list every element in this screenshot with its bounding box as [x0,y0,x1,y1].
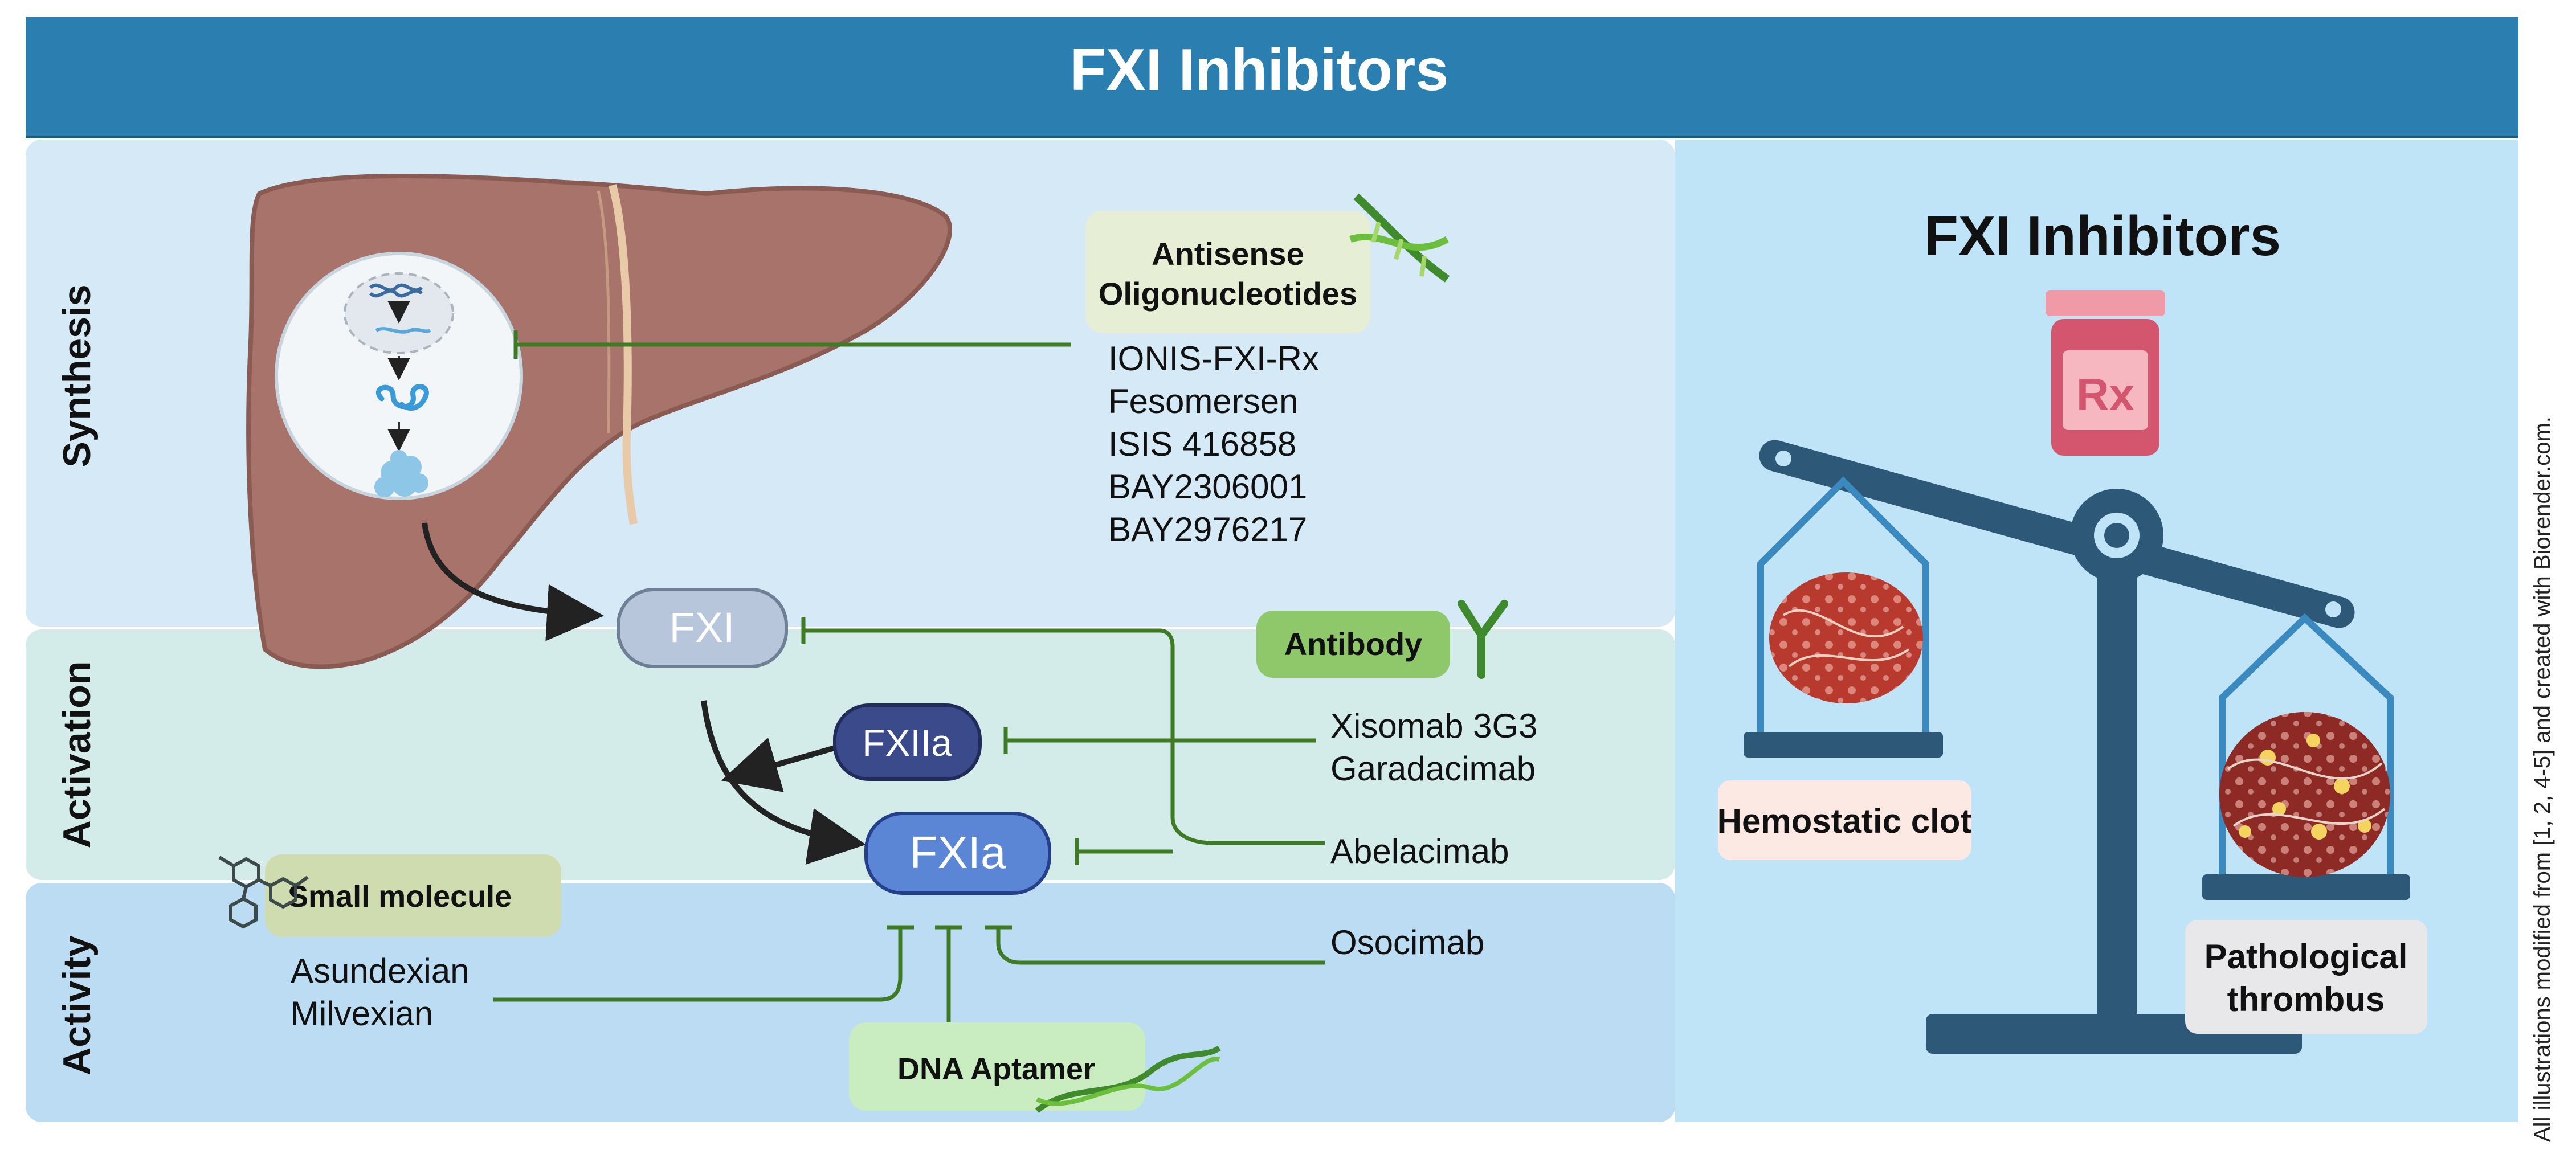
antibody-title: Antibody [1284,626,1423,662]
aptamer-group: DNA Aptamer [849,1022,1221,1113]
fxia-label: FXIa [910,827,1006,878]
fxia-node: FXIa [864,812,1051,895]
antisense-title-line1: Antisense [1152,236,1304,272]
prescription-bottle-icon: Rx [2046,290,2165,456]
pathological-thrombus-label-line1: Pathological [2204,938,2408,976]
hemostatic-clot-badge [1718,780,1971,860]
header-bar [26,17,2518,138]
pathological-thrombus-label-line2: thrombus [2227,980,2385,1018]
fxiia-label: FXIIa [862,722,952,764]
fxiia-node: FXIIa [833,703,982,781]
aso-drug-4: BAY2306001 [1108,468,1307,506]
antibody-group: Antibody Xisomab 3G3 Garadacimab Abelaci… [1256,600,1538,961]
dna-aptamer-icon [1035,1045,1221,1113]
arrow-fxi-to-fxia [701,700,866,865]
aso-drug-3: ISIS 416858 [1108,425,1296,463]
molecule-icon [218,856,309,929]
antibody-drug-1: Xisomab 3G3 [1330,707,1538,745]
small-molecule-drug-1: Asundexian [291,952,470,990]
right-pan [2202,613,2410,900]
dna-helix-icon [1349,193,1450,283]
pathological-thrombus-badge [2185,920,2427,1034]
hepatocyte-cell [275,252,523,500]
aso-drug-2: Fesomersen [1108,382,1298,420]
antibody-drug-3: Abelacimab [1330,832,1509,870]
antibody-drug-4: Osocimab [1330,923,1484,961]
header-title: FXI Inhibitors [1070,37,1448,103]
balance-title: FXI Inhibitors [1924,204,2281,267]
arrow-liver-to-fxi [422,522,604,641]
stage-label-activation: Activation [55,661,99,849]
stage-label-activity: Activity [55,935,99,1075]
fxi-label: FXI [669,604,734,651]
antibody-drug-2: Garadacimab [1330,750,1536,788]
pathological-thrombus-icon [2219,712,2390,877]
small-molecule-group: Small molecule Asundexian Milvexian [218,854,561,1033]
hemostatic-clot-icon [1769,572,1923,703]
hemostatic-clot-label: Hemostatic clot [1717,802,1972,840]
small-molecule-drug-2: Milvexian [291,995,433,1033]
small-molecule-title: Small molecule [288,879,512,914]
antisense-title-line2: Oligonucleotides [1099,276,1357,312]
aso-drug-5: BAY2976217 [1108,510,1307,549]
inhibitor-lines [493,330,1325,1042]
rx-label: Rx [2076,369,2134,420]
antisense-group: Antisense Oligonucleotides IONIS-FXI-Rx … [1085,193,1450,549]
antibody-icon [1458,600,1508,679]
fxi-node: FXI [617,588,788,668]
aptamer-title: DNA Aptamer [897,1052,1095,1086]
stage-label-synthesis: Synthesis [55,284,99,467]
activity-band [26,883,1675,1122]
credit-text: All illustrations modified from [1, 2, 4… [2530,416,2555,1142]
left-pan [1744,476,1943,758]
aso-drug-1: IONIS-FXI-Rx [1108,339,1319,378]
